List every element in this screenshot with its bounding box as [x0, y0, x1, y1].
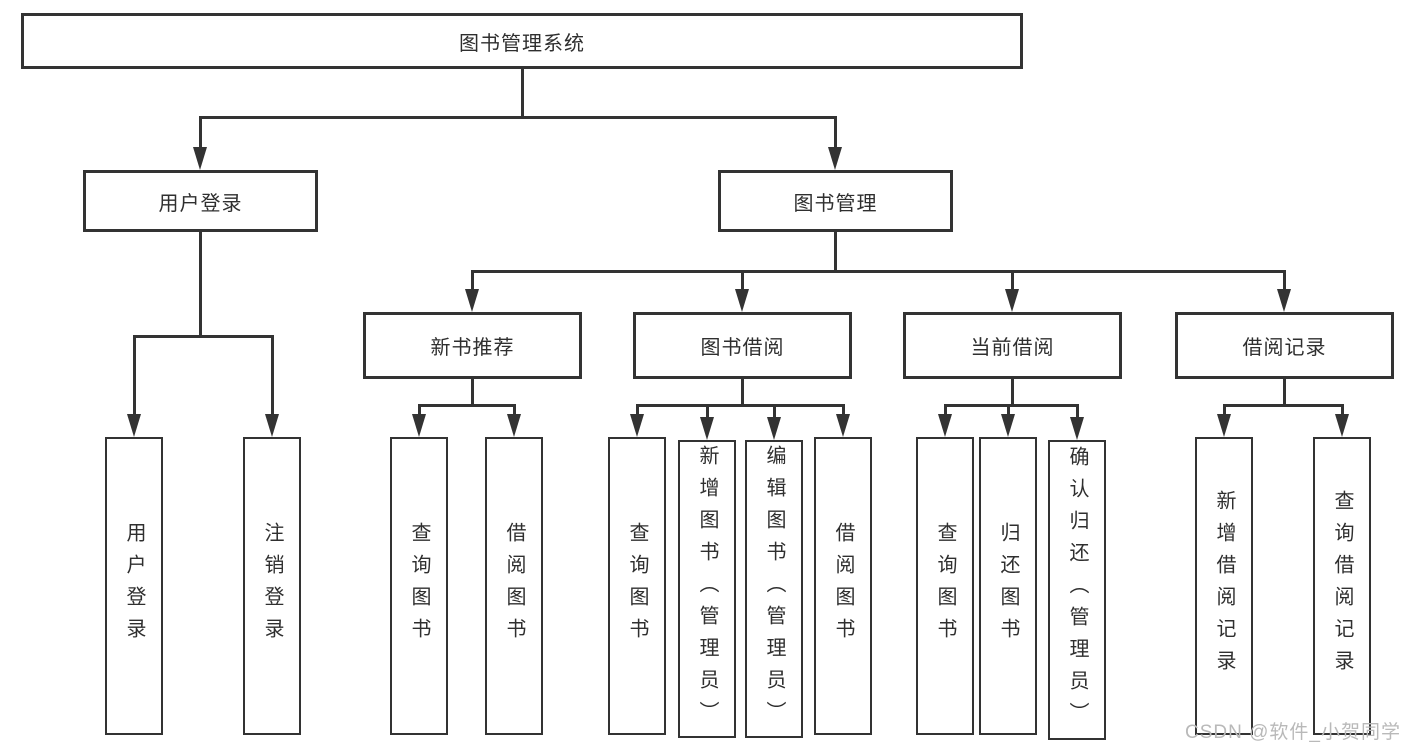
leaf-borrow-books-recommend: 借阅图书 — [485, 437, 543, 735]
connector-arrow — [767, 417, 781, 440]
connector-arrow — [735, 289, 749, 312]
leaf-logout: 注销登录 — [243, 437, 301, 735]
leaf-edit-books-admin: 编辑图书（管理员） — [745, 440, 803, 738]
connector-line — [199, 116, 837, 119]
leaf-query-books-borrowing: 查询图书 — [608, 437, 666, 735]
connector-line — [521, 69, 524, 118]
node-new-book-recommendation: 新书推荐 — [363, 312, 582, 379]
leaf-label: 新增图书（管理员） — [696, 445, 718, 733]
node-borrowing-records: 借阅记录 — [1175, 312, 1394, 379]
connector-arrow — [1070, 417, 1084, 440]
connector-line — [1341, 404, 1344, 416]
connector-line — [471, 270, 1285, 273]
leaf-query-books-recommend: 查询图书 — [390, 437, 448, 735]
leaf-label: 归还图书 — [997, 522, 1019, 650]
connector-line — [471, 379, 474, 406]
node-root: 图书管理系统 — [21, 13, 1023, 69]
leaf-user-login: 用户登录 — [105, 437, 163, 735]
leaf-confirm-return-admin: 确认归还（管理员） — [1048, 440, 1106, 740]
connector-line — [741, 270, 744, 290]
leaf-query-borrow-record: 查询借阅记录 — [1313, 437, 1371, 735]
connector-line — [636, 404, 844, 407]
leaf-label: 借阅图书 — [832, 522, 854, 650]
connector-line — [418, 404, 421, 416]
connector-arrow — [465, 289, 479, 312]
connector-arrow — [412, 414, 426, 437]
leaf-label: 新增借阅记录 — [1213, 490, 1235, 682]
connector-line — [471, 270, 474, 290]
connector-line — [1076, 404, 1079, 418]
leaf-add-books-admin: 新增图书（管理员） — [678, 440, 736, 738]
connector-line — [199, 232, 202, 337]
connector-arrow — [700, 417, 714, 440]
connector-line — [1283, 379, 1286, 406]
leaf-label: 查询图书 — [408, 522, 430, 650]
leaf-label: 查询图书 — [934, 522, 956, 650]
leaf-label: 查询图书 — [626, 522, 648, 650]
connector-arrow — [836, 414, 850, 437]
connector-line — [199, 116, 202, 148]
leaf-label: 借阅图书 — [503, 522, 525, 650]
leaf-label: 用户登录 — [123, 522, 145, 650]
connector-arrow — [1277, 289, 1291, 312]
connector-line — [1007, 404, 1010, 416]
connector-arrow — [1005, 289, 1019, 312]
connector-arrow — [938, 414, 952, 437]
connector-line — [1011, 270, 1014, 290]
watermark: CSDN @软件_小贺同学 — [1185, 722, 1401, 743]
connector-arrow — [127, 414, 141, 437]
connector-line — [636, 404, 639, 416]
connector-arrow — [265, 414, 279, 437]
connector-line — [1223, 404, 1343, 407]
leaf-borrow-books-borrowing: 借阅图书 — [814, 437, 872, 735]
connector-line — [133, 335, 274, 338]
connector-arrow — [193, 147, 207, 170]
connector-line — [513, 404, 516, 416]
connector-line — [834, 116, 837, 148]
leaf-label: 确认归还（管理员） — [1066, 446, 1088, 734]
node-current-borrowing: 当前借阅 — [903, 312, 1122, 379]
connector-line — [1283, 270, 1286, 290]
connector-line — [133, 335, 136, 415]
connector-line — [706, 404, 709, 418]
connector-arrow — [630, 414, 644, 437]
node-user-login: 用户登录 — [83, 170, 318, 232]
connector-line — [271, 335, 274, 415]
leaf-label: 编辑图书（管理员） — [763, 445, 785, 733]
connector-arrow — [828, 147, 842, 170]
leaf-return-books: 归还图书 — [979, 437, 1037, 735]
connector-line — [944, 404, 1078, 407]
leaf-label: 查询借阅记录 — [1331, 490, 1353, 682]
node-book-borrowing: 图书借阅 — [633, 312, 852, 379]
connector-arrow — [1217, 414, 1231, 437]
connector-arrow — [1335, 414, 1349, 437]
connector-line — [944, 404, 947, 416]
connector-line — [741, 379, 744, 406]
connector-arrow — [507, 414, 521, 437]
connector-line — [1223, 404, 1226, 416]
connector-line — [834, 232, 837, 272]
node-book-management: 图书管理 — [718, 170, 953, 232]
connector-line — [842, 404, 845, 416]
connector-line — [418, 404, 516, 407]
leaf-add-borrow-record: 新增借阅记录 — [1195, 437, 1253, 735]
leaf-label: 注销登录 — [261, 522, 283, 650]
connector-line — [1011, 379, 1014, 406]
connector-line — [773, 404, 776, 418]
leaf-query-books-current: 查询图书 — [916, 437, 974, 735]
connector-arrow — [1001, 414, 1015, 437]
